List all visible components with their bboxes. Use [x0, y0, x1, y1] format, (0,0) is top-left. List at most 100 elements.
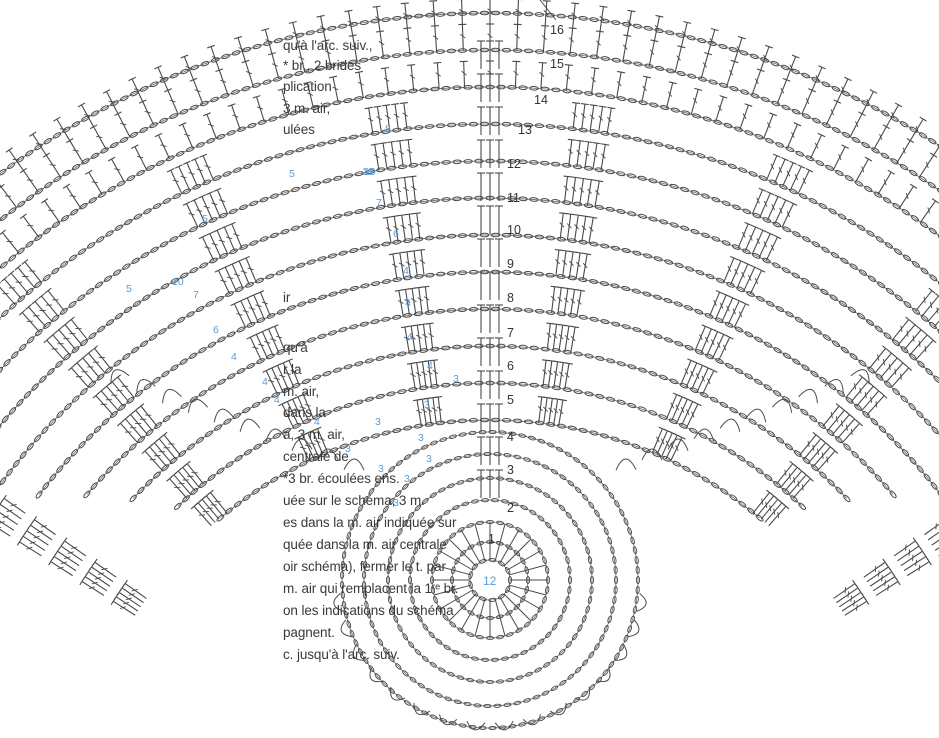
- treble-bar: [718, 105, 721, 110]
- treble-stitch: [862, 391, 879, 411]
- treble-bar: [729, 70, 732, 75]
- treble-top: [41, 199, 48, 204]
- treble-top: [396, 140, 404, 141]
- treble-top: [85, 170, 92, 174]
- treble-stitch: [65, 325, 82, 345]
- treble-bar: [888, 585, 889, 591]
- treble-stitch: [232, 224, 242, 248]
- scallop-loop: [825, 376, 848, 394]
- treble-bar: [798, 481, 799, 487]
- treble-top: [434, 397, 442, 398]
- treble-stitch: [219, 70, 228, 95]
- stitch-count-label: 6: [393, 228, 399, 240]
- treble-bar: [36, 144, 42, 145]
- treble-stitch: [727, 61, 735, 86]
- treble-stitch: [798, 170, 809, 193]
- treble-top: [373, 106, 381, 107]
- treble-top: [53, 117, 60, 121]
- row-number-label: 15: [550, 57, 564, 71]
- treble-stitch: [783, 163, 794, 187]
- treble-stitch: [838, 419, 855, 439]
- treble-top: [396, 252, 404, 253]
- treble-bar: [919, 565, 920, 571]
- treble-bar: [865, 392, 866, 398]
- treble-stitch: [66, 186, 80, 208]
- treble-top: [539, 63, 547, 64]
- treble-stitch: [846, 377, 862, 397]
- treble-top: [20, 214, 26, 219]
- treble-stitch: [411, 65, 414, 91]
- treble-stitch: [760, 193, 770, 217]
- treble-top: [103, 90, 110, 94]
- treble-stitch: [278, 365, 289, 389]
- treble-stitch: [71, 368, 88, 387]
- treble-stitch: [313, 431, 323, 455]
- treble-stitch: [122, 588, 143, 603]
- treble-stitch: [70, 141, 83, 163]
- treble-stitch: [737, 264, 748, 288]
- treble-top: [2, 495, 7, 502]
- treble-stitch: [731, 261, 741, 285]
- treble-stitch: [112, 382, 129, 402]
- treble-stitch: [667, 83, 673, 108]
- treble-stitch: [178, 471, 195, 491]
- treble-top: [63, 184, 70, 188]
- treble-stitch: [198, 503, 215, 523]
- treble-stitch: [657, 431, 667, 455]
- treble-stitch: [672, 397, 682, 421]
- motif-spoke: [440, 551, 473, 570]
- treble-stitch: [95, 562, 116, 577]
- treble-stitch: [94, 127, 107, 150]
- treble-stitch: [541, 63, 543, 89]
- treble-bar: [876, 401, 877, 407]
- treble-stitch: [120, 423, 137, 442]
- treble-bar: [70, 196, 76, 197]
- treble-stitch: [46, 155, 60, 177]
- treble-stitch: [203, 156, 213, 180]
- treble-top: [207, 490, 213, 495]
- treble-stitch: [875, 353, 892, 373]
- treble-stitch: [210, 493, 226, 513]
- treble-stitch: [210, 193, 220, 217]
- treble-top: [407, 65, 415, 66]
- treble-bar: [841, 420, 842, 426]
- treble-stitch: [766, 237, 777, 260]
- scallop-loop: [851, 366, 874, 384]
- treble-stitch: [901, 551, 923, 565]
- treble-stitch: [921, 201, 936, 222]
- treble-stitch: [867, 567, 888, 582]
- treble-stitch: [179, 166, 190, 190]
- scallop-loop: [133, 376, 156, 394]
- row-number-label: 14: [534, 93, 548, 107]
- stitch-count-label: 3: [404, 473, 410, 485]
- treble-bar: [802, 484, 803, 490]
- treble-stitch: [2, 232, 18, 252]
- treble-stitch: [45, 201, 60, 222]
- treble-stitch: [910, 335, 927, 355]
- motif-spoke: [504, 594, 531, 621]
- treble-bar: [854, 600, 855, 606]
- treble-stitch: [894, 541, 915, 556]
- treble-bar: [794, 477, 795, 483]
- chain-stitch: [0, 168, 7, 176]
- treble-top: [0, 501, 2, 508]
- treble-stitch: [804, 439, 821, 459]
- treble-stitch: [0, 504, 21, 519]
- treble-stitch: [164, 435, 180, 455]
- treble-top: [576, 252, 584, 253]
- treble-bar: [919, 341, 920, 347]
- treble-stitch: [862, 91, 874, 114]
- treble-top: [355, 71, 363, 72]
- treble-stitch: [810, 135, 821, 159]
- motif-spoke: [504, 539, 531, 566]
- treble-top: [562, 250, 570, 251]
- treble-stitch: [765, 503, 782, 523]
- treble-stitch: [187, 204, 198, 227]
- treble-bar: [114, 169, 120, 170]
- treble-stitch: [232, 105, 241, 130]
- treble-bar: [27, 180, 33, 181]
- treble-stitch: [920, 155, 934, 177]
- treble-stitch: [239, 261, 249, 285]
- treble-stitch: [0, 516, 14, 530]
- treble-stitch: [781, 467, 798, 487]
